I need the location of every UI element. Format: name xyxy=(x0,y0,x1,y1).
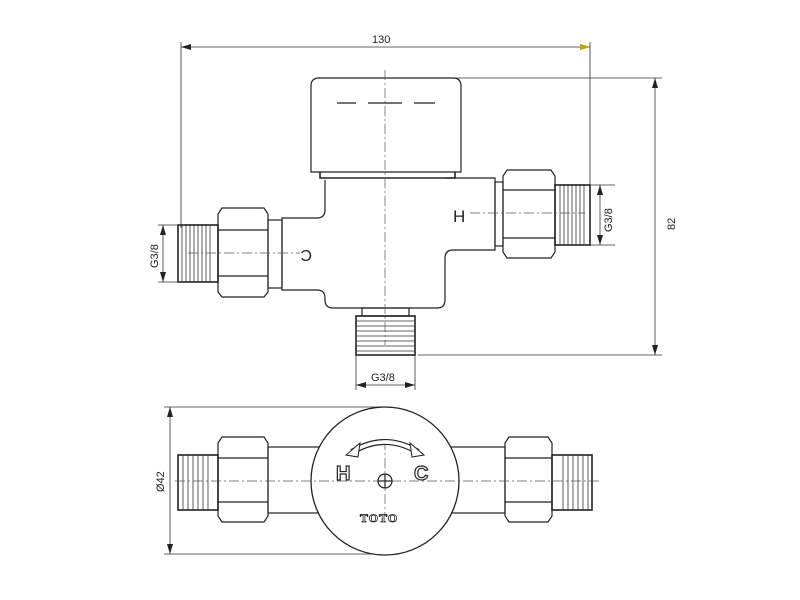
knob-cap xyxy=(310,77,462,173)
left-thread-label: G3/8 xyxy=(149,244,161,268)
dimensions: 130 82 G3/8 G3/8 G3/8 Ø42 xyxy=(149,34,678,555)
valve-body xyxy=(281,177,496,309)
left-thread-lines xyxy=(181,225,211,282)
right-ring xyxy=(494,181,504,247)
bottom-neck xyxy=(361,307,410,317)
bottom-thread xyxy=(355,315,416,356)
right-nut xyxy=(504,436,553,523)
side-view: H C xyxy=(177,70,591,356)
right-thread xyxy=(551,454,593,511)
hot-mark: H xyxy=(453,207,465,226)
cold-mark: C xyxy=(414,463,428,485)
right-nut xyxy=(502,169,556,259)
left-nut xyxy=(217,207,269,298)
left-ring xyxy=(267,219,283,289)
left-nut xyxy=(217,436,269,523)
right-thread xyxy=(554,184,591,246)
right-thread-lines xyxy=(559,185,585,245)
screw-icon xyxy=(377,473,393,489)
brand-logo: TOTO xyxy=(360,511,398,525)
diameter-label: Ø42 xyxy=(155,471,167,492)
hot-mark: H xyxy=(336,463,350,485)
overall-height-label: 82 xyxy=(666,218,678,230)
bottom-thread-lines xyxy=(356,320,415,352)
cold-mark: C xyxy=(300,246,312,263)
bottom-thread-label: G3/8 xyxy=(371,372,395,384)
right-thread-label: G3/8 xyxy=(603,208,615,232)
overall-width-label: 130 xyxy=(372,34,390,46)
bottom-view: H C TOTO xyxy=(175,406,600,556)
cap-band xyxy=(319,172,456,179)
